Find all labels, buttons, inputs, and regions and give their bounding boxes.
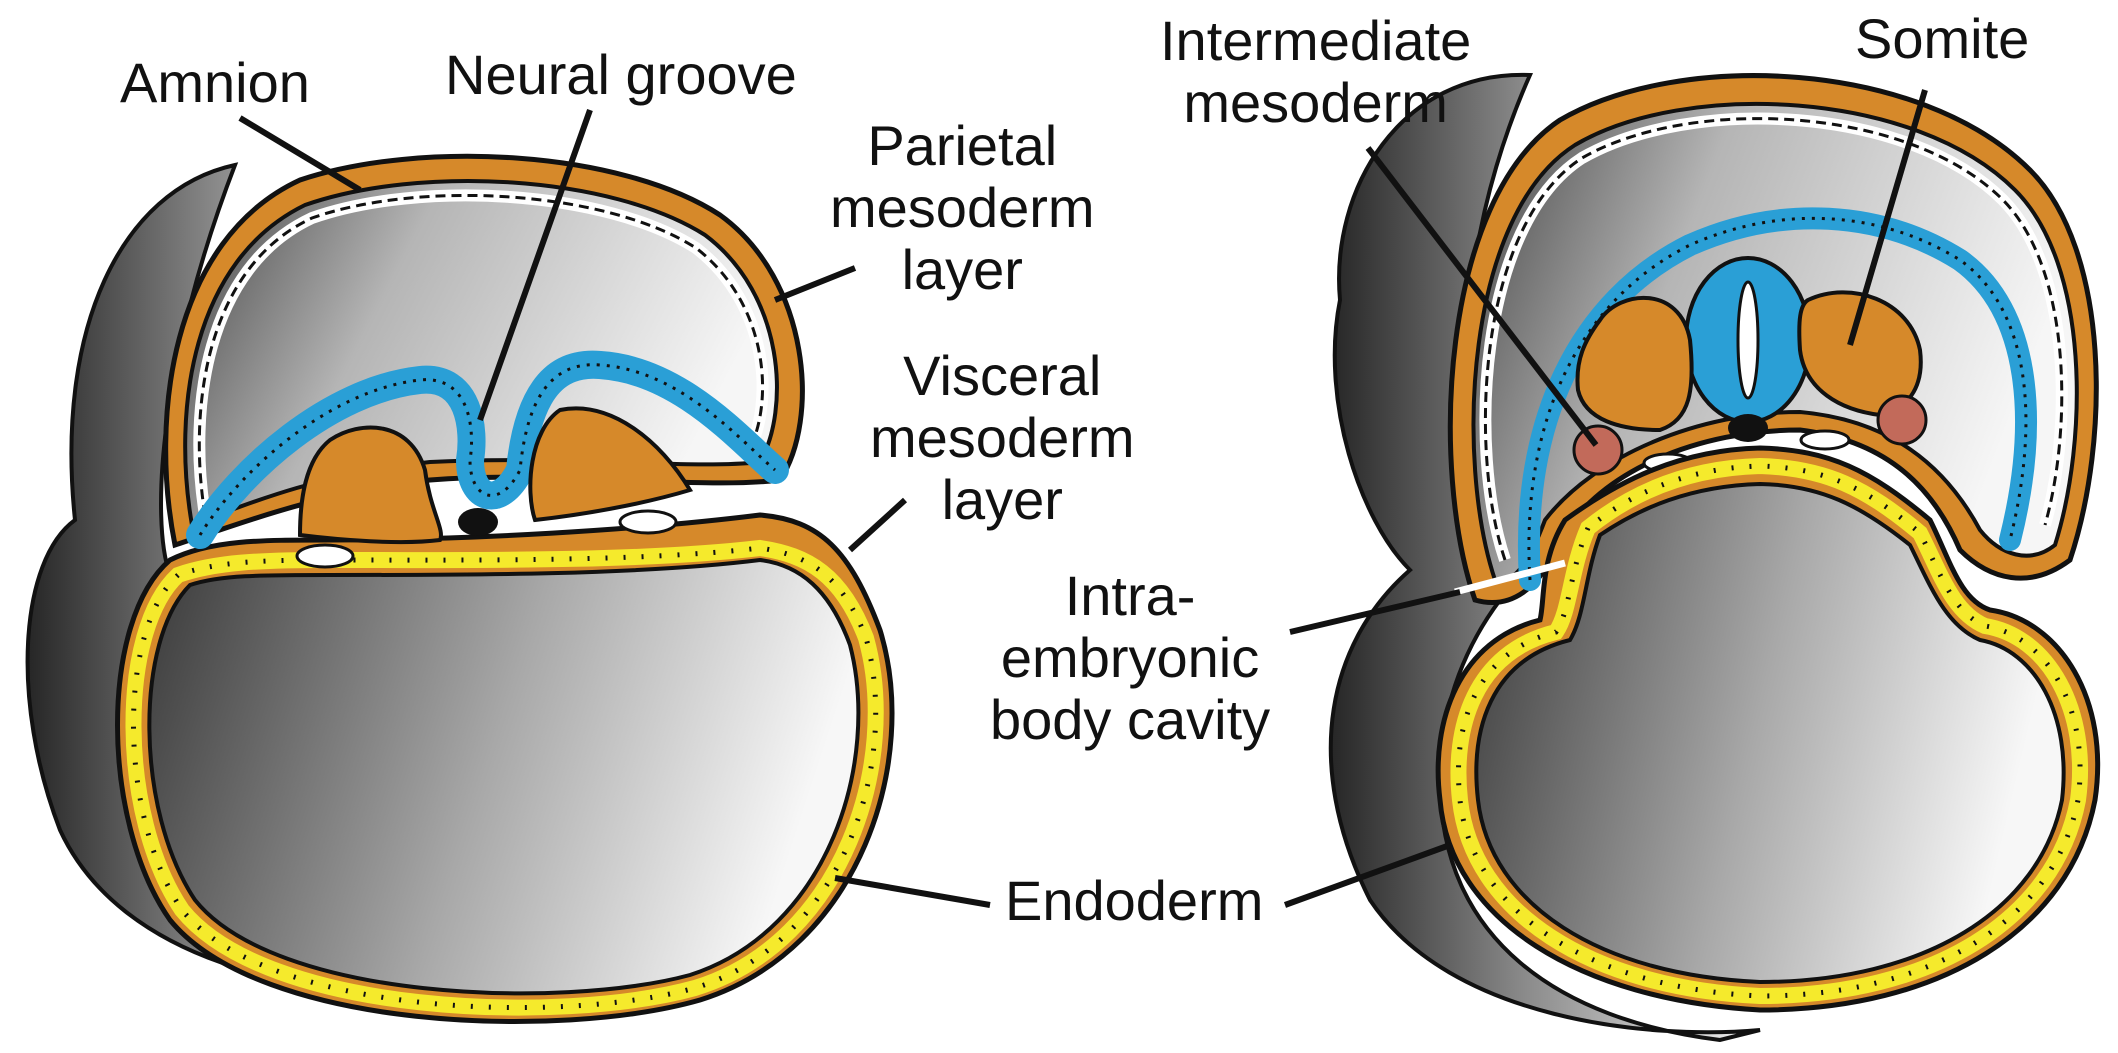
left-yolk-sac-cavity: [149, 560, 858, 993]
left-coelom-space-left: [297, 545, 353, 567]
label-somite: Somite: [1855, 8, 2029, 70]
label-intermediate-mesoderm: Intermediate mesoderm: [1160, 10, 1471, 134]
label-visceral-mesoderm-layer: Visceral mesoderm layer: [870, 345, 1135, 531]
left-embryo: [28, 156, 892, 1021]
label-endoderm: Endoderm: [1005, 870, 1263, 932]
right-intermediate-mesoderm-right: [1878, 396, 1926, 444]
label-neural-groove: Neural groove: [445, 44, 797, 106]
right-intermediate-mesoderm-left: [1574, 426, 1622, 474]
left-coelom-space-right: [620, 511, 676, 533]
leader-endoderm-left: [835, 878, 990, 905]
right-notochord: [1728, 414, 1768, 442]
label-amnion: Amnion: [120, 52, 310, 114]
right-coelom-right: [1801, 431, 1849, 449]
label-parietal-mesoderm-layer: Parietal mesoderm layer: [830, 115, 1095, 301]
label-intraembryonic-body-cavity: Intra- embryonic body cavity: [990, 565, 1270, 751]
right-neural-canal: [1738, 282, 1758, 398]
right-embryo: [1331, 75, 2098, 1040]
left-notochord: [458, 508, 498, 536]
